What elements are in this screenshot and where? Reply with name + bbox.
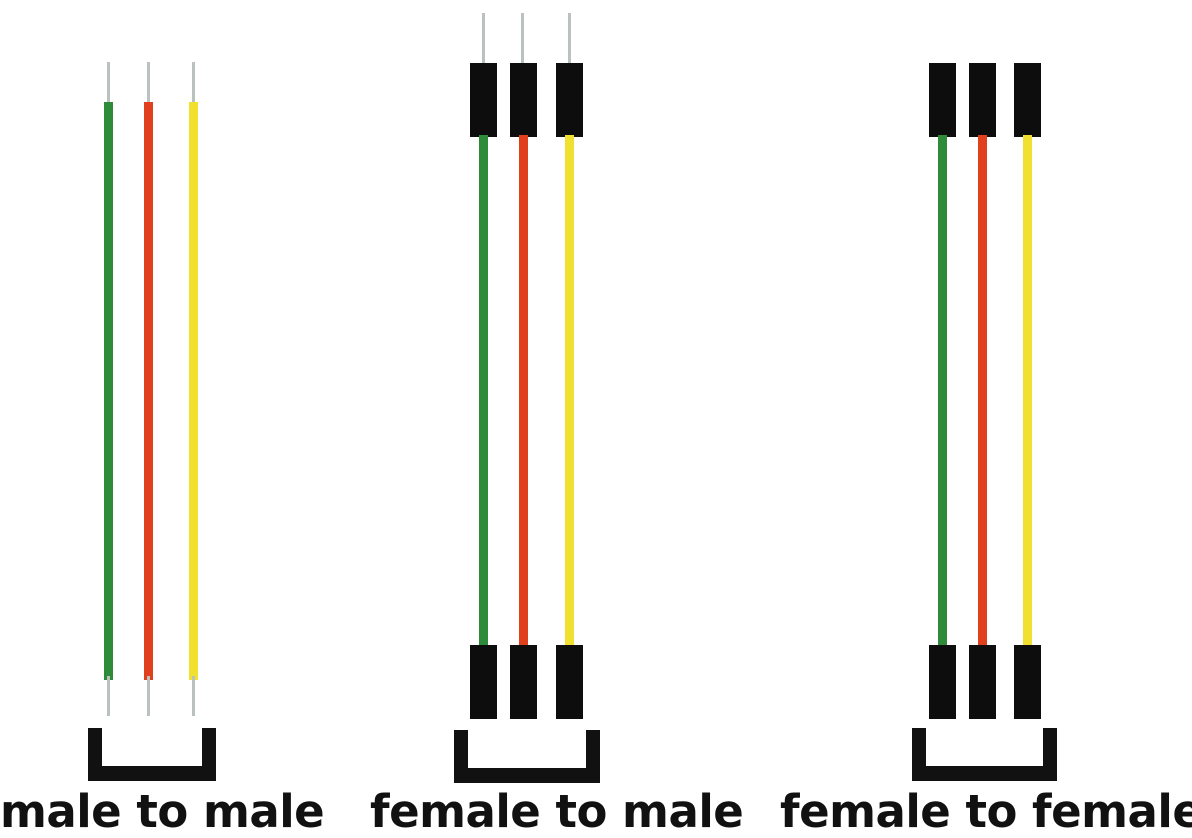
male-to-male-label: male to male — [0, 785, 325, 838]
red-wire — [978, 135, 987, 647]
connector-housing — [556, 63, 583, 137]
pin — [192, 62, 195, 106]
pin — [147, 676, 150, 716]
pin — [521, 13, 524, 65]
green-wire — [104, 102, 113, 680]
female-to-male-label: female to male — [370, 785, 744, 838]
female-to-male-group — [454, 13, 600, 783]
pin — [107, 676, 110, 716]
male-to-male-group — [88, 62, 216, 781]
pin — [192, 676, 195, 716]
female-to-female-group — [912, 63, 1057, 781]
pin — [147, 62, 150, 106]
connector-housing — [929, 645, 956, 719]
connector-housing — [470, 63, 497, 137]
pin — [568, 13, 571, 65]
connector-housing — [510, 645, 537, 719]
green-wire — [938, 135, 947, 647]
bracket — [912, 728, 1057, 781]
female-to-female-label: female to female — [780, 785, 1192, 838]
connector-housing — [1014, 63, 1041, 137]
red-wire — [519, 135, 528, 647]
connector-housing — [929, 63, 956, 137]
connector-housing — [1014, 645, 1041, 719]
bracket — [88, 728, 216, 781]
green-wire — [479, 135, 488, 647]
pin — [107, 62, 110, 106]
yellow-wire — [189, 102, 198, 680]
connector-housing — [556, 645, 583, 719]
connector-housing — [969, 645, 996, 719]
connector-housing — [510, 63, 537, 137]
pin — [482, 13, 485, 65]
yellow-wire — [565, 135, 574, 647]
connector-housing — [969, 63, 996, 137]
red-wire — [144, 102, 153, 680]
connector-housing — [470, 645, 497, 719]
yellow-wire — [1023, 135, 1032, 647]
bracket — [454, 730, 600, 783]
